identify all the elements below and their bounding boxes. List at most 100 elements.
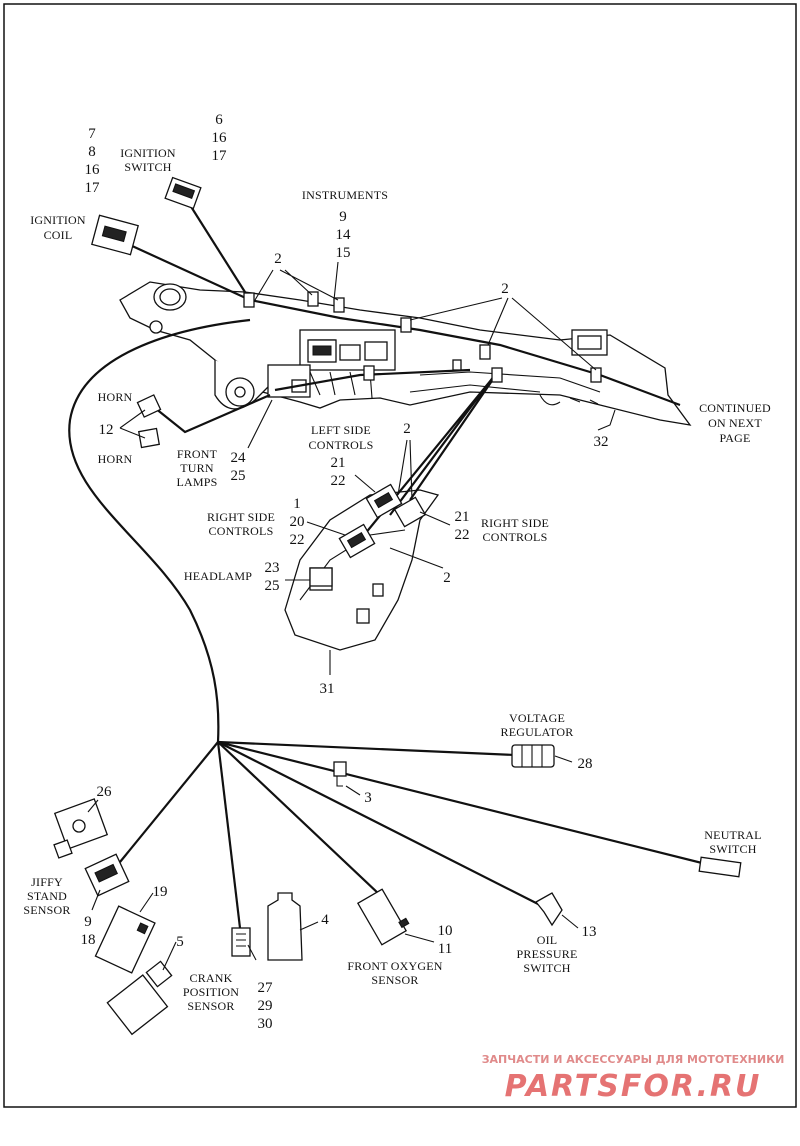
label-ignition-coil-refs: 7 8 16 17 (85, 126, 101, 196)
neutral-switch-connector (698, 856, 742, 878)
diagram-border (3, 3, 797, 1108)
label-horn-bottom: HORN (98, 452, 133, 466)
svg-text:PAGE: PAGE (719, 431, 750, 445)
label-ignition-switch-refs: 6 16 17 (212, 112, 228, 164)
label-front-turn-lamps: FRONT TURN LAMPS (176, 447, 217, 489)
label-instruments-refs: 9 14 15 (336, 209, 352, 261)
front-oxygen-connector (356, 888, 410, 946)
component-4 (267, 892, 303, 961)
svg-text:15: 15 (336, 245, 351, 261)
svg-text:6: 6 (215, 112, 223, 128)
svg-text:16: 16 (212, 130, 228, 146)
svg-text:25: 25 (231, 468, 246, 484)
svg-text:SWITCH: SWITCH (709, 842, 756, 856)
svg-text:SWITCH: SWITCH (523, 961, 570, 975)
component-3 (333, 761, 347, 787)
svg-text:POSITION: POSITION (183, 985, 239, 999)
svg-text:FRONT: FRONT (177, 447, 218, 461)
svg-text:CRANK: CRANK (189, 971, 232, 985)
svg-text:9: 9 (84, 914, 92, 930)
svg-text:16: 16 (85, 162, 101, 178)
label-headlamp-refs: 23 25 (265, 560, 280, 594)
harness-clips (243, 291, 602, 383)
watermark-tagline: ЗАПЧАСТИ И АКСЕССУАРЫ ДЛЯ МОТОТЕХНИКИ (482, 1053, 785, 1066)
label-oil-pressure-switch: OIL PRESSURE SWITCH (517, 933, 578, 975)
svg-text:JIFFY: JIFFY (31, 875, 63, 889)
svg-text:REGULATOR: REGULATOR (501, 725, 574, 739)
label-neutral-switch: NEUTRAL SWITCH (704, 828, 761, 856)
callout-13: 13 (582, 924, 597, 940)
label-front-oxygen-refs: 10 11 (438, 923, 453, 957)
ignition-switch-connector (164, 176, 202, 210)
callout-31: 31 (320, 681, 335, 697)
crank-position-connector (231, 927, 251, 957)
svg-text:RIGHT SIDE: RIGHT SIDE (207, 510, 275, 524)
svg-text:21: 21 (455, 509, 470, 525)
component-19 (94, 905, 156, 974)
callout-2-top-right: 2 (501, 281, 509, 297)
svg-text:20: 20 (290, 514, 305, 530)
callout-26: 26 (97, 784, 113, 800)
svg-text:22: 22 (290, 532, 305, 548)
label-horn-ref: 12 (99, 422, 114, 438)
label-right-side-controls-left-refs: 1 20 22 (290, 496, 305, 548)
svg-text:CONTROLS: CONTROLS (309, 438, 374, 452)
svg-text:27: 27 (258, 980, 274, 996)
svg-text:COIL: COIL (44, 228, 73, 242)
label-crank-refs: 27 29 30 (258, 980, 274, 1032)
svg-text:8: 8 (88, 144, 96, 160)
label-voltage-regulator-ref: 28 (578, 756, 593, 772)
svg-text:SWITCH: SWITCH (124, 160, 171, 174)
label-right-side-controls-left: RIGHT SIDE CONTROLS (207, 510, 275, 538)
leader-lines (87, 261, 616, 971)
voltage-regulator-connector (511, 744, 555, 768)
svg-text:17: 17 (212, 148, 228, 164)
label-horn-top: HORN (98, 390, 133, 404)
callout-32: 32 (594, 434, 609, 450)
svg-text:VOLTAGE: VOLTAGE (509, 711, 565, 725)
svg-text:SENSOR: SENSOR (23, 903, 70, 917)
watermark-brand: PARTSFOR.RU (505, 1069, 762, 1104)
svg-text:RIGHT SIDE: RIGHT SIDE (481, 516, 549, 530)
jiffy-connector (84, 853, 130, 897)
label-continued: CONTINUED ON NEXT PAGE (699, 401, 771, 445)
callout-19: 19 (153, 884, 168, 900)
svg-text:TURN: TURN (180, 461, 214, 475)
svg-text:29: 29 (258, 998, 273, 1014)
svg-text:CONTROLS: CONTROLS (209, 524, 274, 538)
svg-text:NEUTRAL: NEUTRAL (704, 828, 761, 842)
svg-text:IGNITION: IGNITION (30, 213, 86, 227)
label-right-side-controls-right-refs: 21 22 (455, 509, 470, 543)
label-jiffy-refs: 9 18 (81, 914, 96, 948)
callout-4: 4 (321, 912, 329, 928)
svg-text:9: 9 (339, 209, 347, 225)
label-right-side-controls-right: RIGHT SIDE CONTROLS (481, 516, 549, 544)
svg-text:OIL: OIL (537, 933, 558, 947)
svg-text:30: 30 (258, 1016, 273, 1032)
fairing-bracket (119, 281, 692, 426)
svg-text:24: 24 (231, 450, 247, 466)
label-ignition-coil: IGNITION COIL (30, 213, 86, 242)
oil-pressure-switch (535, 892, 563, 927)
ignition-coil-connector (91, 214, 139, 256)
svg-text:LEFT SIDE: LEFT SIDE (311, 423, 371, 437)
control-connectors (309, 483, 427, 587)
label-front-turn-lamps-refs: 24 25 (231, 450, 247, 484)
svg-text:14: 14 (336, 227, 352, 243)
svg-text:17: 17 (85, 180, 101, 196)
callout-2-mid: 2 (403, 421, 411, 437)
label-jiffy-stand-sensor: JIFFY STAND SENSOR (23, 875, 70, 917)
label-headlamp: HEADLAMP (184, 569, 252, 583)
svg-text:PRESSURE: PRESSURE (517, 947, 578, 961)
component-5 (106, 960, 173, 1036)
svg-text:1: 1 (293, 496, 301, 512)
svg-text:FRONT OXYGEN: FRONT OXYGEN (347, 959, 442, 973)
label-left-side-controls-refs: 21 22 (331, 455, 346, 489)
callout-2-lower: 2 (443, 570, 451, 586)
svg-text:7: 7 (88, 126, 96, 142)
label-instruments: INSTRUMENTS (302, 188, 388, 202)
svg-text:23: 23 (265, 560, 280, 576)
svg-text:25: 25 (265, 578, 280, 594)
label-ignition-switch: IGNITION SWITCH (120, 146, 176, 174)
